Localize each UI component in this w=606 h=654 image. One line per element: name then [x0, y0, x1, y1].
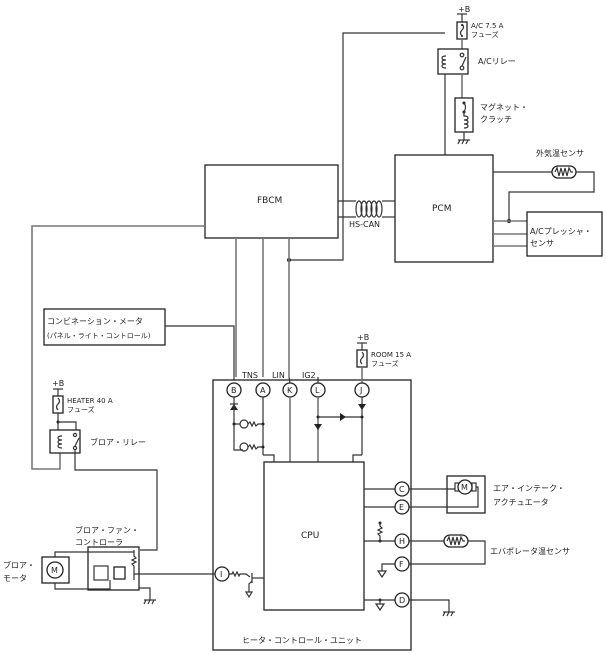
pin-l: L [310, 382, 326, 398]
svg-text:L: L [315, 386, 320, 395]
blower-motor: M [41, 556, 70, 584]
svg-text:A: A [260, 386, 266, 395]
room-fuse [356, 349, 368, 368]
heater-fuse-label-2: フューズ [67, 405, 95, 414]
fbcm-module: FBCM [204, 164, 339, 239]
ground-icon [442, 611, 455, 617]
led-icon [239, 442, 265, 452]
pin-c: C [394, 481, 410, 497]
svg-text:D: D [399, 596, 405, 605]
magnet-clutch-label-2: クラッチ [480, 115, 512, 124]
svg-text:C: C [399, 485, 405, 494]
combination-meter: コンビネーション・メータ (パネル・ライト・コントロール) [43, 308, 166, 346]
svg-text:F: F [399, 560, 404, 569]
lin-label: LIN [272, 371, 285, 380]
diode-icon [340, 413, 346, 421]
magnet-clutch [454, 97, 474, 133]
led-icon [232, 419, 265, 429]
hs-can-label: HS-CAN [349, 220, 380, 229]
air-intake-actuator-label-2: アクチュエータ [493, 498, 549, 507]
room-fuse-label-2: フューズ [371, 359, 399, 368]
pin-e: E [394, 499, 410, 515]
ac-fuse [456, 21, 468, 40]
svg-text:E: E [399, 503, 404, 512]
pin-i: I [214, 566, 230, 582]
evaporator-temperature-sensor [443, 534, 469, 548]
ac-pressure-sensor-label: A/Cプレッシャ・ [530, 227, 592, 236]
heater-control-unit-label: ヒータ・コントロール・ユニット [242, 636, 362, 645]
tns-label: TNS [241, 371, 258, 380]
pcm-module: PCM [394, 154, 494, 263]
plus-b-room-label: +B [357, 333, 369, 342]
pin-j: J [354, 382, 370, 398]
ambient-sensor-label: 外気温センサ [536, 148, 584, 158]
pin-b: B [226, 382, 242, 398]
magnet-clutch-label: マグネット・ [480, 102, 528, 112]
hs-can-twisted-pair [355, 200, 383, 218]
ambient-temperature-sensor [551, 165, 577, 179]
ground-icon [457, 139, 470, 145]
ac-pressure-sensor: A/Cプレッシャ・ センサ [526, 211, 603, 257]
motor-symbol: M [51, 566, 58, 575]
ground-icon [143, 599, 156, 605]
evaporator-sensor-label: エバポレータ温センサ [490, 547, 570, 556]
ac-relay [437, 48, 469, 75]
svg-text:K: K [287, 386, 293, 395]
blower-fan-controller-label-2: コントローラ [75, 538, 123, 547]
air-intake-actuator-label: エア・インテーク・ [493, 484, 565, 493]
combination-meter-label-2: (パネル・ライト・コントロール) [47, 332, 151, 340]
plus-b-ac-label: +B [458, 5, 470, 14]
svg-text:J: J [359, 386, 362, 395]
ig2-label: IG2 [302, 371, 316, 380]
pin-f: F [394, 556, 410, 572]
ac-fuse-label: A/C 7.5 A [471, 22, 504, 30]
svg-text:B: B [231, 386, 237, 395]
ac-fuse-label-2: フューズ [471, 30, 499, 39]
diode-icon [314, 424, 322, 430]
blower-motor-label-2: モータ [3, 574, 27, 583]
svg-text:I: I [220, 570, 222, 579]
plus-b-heater-label: +B [52, 379, 64, 388]
ac-pressure-sensor-label-2: センサ [530, 239, 554, 248]
pin-k: K [282, 382, 298, 398]
ground-symbol-icon [244, 591, 254, 599]
ground-symbol-icon [376, 570, 388, 579]
blower-relay [49, 429, 81, 454]
room-fuse-label: ROOM 15 A [371, 351, 411, 359]
pcm-label: PCM [432, 204, 451, 214]
cpu-label: CPU [301, 531, 319, 541]
cpu: CPU [263, 461, 365, 611]
combination-meter-label: コンビネーション・メータ [47, 317, 143, 326]
blower-relay-label: ブロア・リレー [90, 437, 146, 447]
fbcm-label: FBCM [257, 196, 282, 206]
heater-fuse [52, 395, 64, 414]
blower-fan-controller [87, 546, 140, 591]
motor-symbol: M [461, 483, 468, 492]
heater-fuse-label: HEATER 40 A [67, 397, 113, 405]
svg-text:H: H [399, 537, 405, 546]
blower-fan-controller-label: ブロア・ファン・ [75, 525, 139, 535]
blower-motor-label: ブロア・ [3, 560, 35, 570]
pin-d: D [394, 592, 410, 608]
pin-a: A [255, 382, 271, 398]
diode-icon [358, 404, 366, 410]
ac-relay-label: A/Cリレー [478, 57, 516, 66]
pin-h: H [394, 533, 410, 549]
